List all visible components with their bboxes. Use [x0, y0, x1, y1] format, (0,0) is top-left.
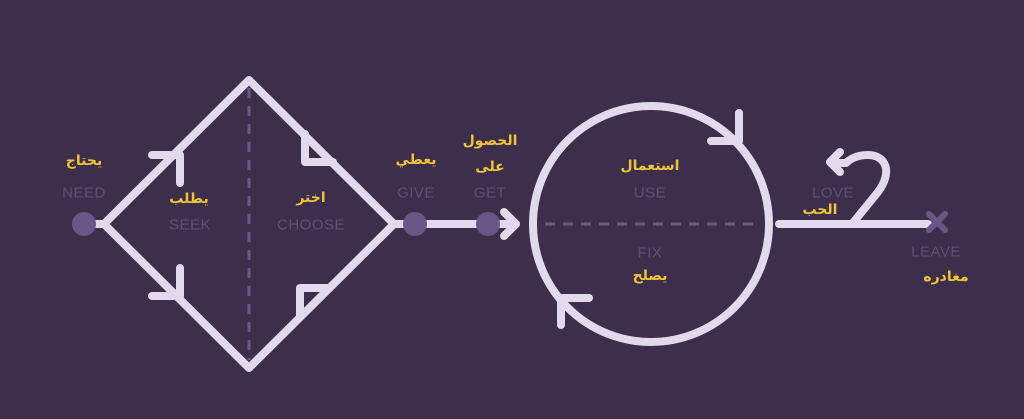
- seek-label-ar: يطلب: [169, 191, 209, 207]
- seek-lower-arrow-icon: [148, 264, 184, 300]
- seek-upper-arrow-icon: [148, 151, 184, 187]
- choose-label: CHOOSE: [276, 216, 346, 234]
- leave-label: LEAVE: [911, 243, 961, 261]
- get-label-ar-line2: على: [475, 159, 505, 175]
- give-label: GIVE: [397, 184, 435, 202]
- choose-label-ar: اختر: [296, 190, 326, 206]
- leave-x-icon: [926, 211, 948, 233]
- use-label-ar: استعمال: [620, 158, 680, 174]
- get-dot: [476, 212, 500, 236]
- love-loop: [827, 151, 891, 228]
- get-label: GET: [473, 184, 507, 202]
- give-label-ar: يعطي: [395, 152, 437, 168]
- need-label: NEED: [62, 184, 106, 202]
- cycle-bottom-arrow-icon: [557, 294, 593, 329]
- choose-lower-arrow-icon: [296, 284, 332, 320]
- seek-label: SEEK: [168, 216, 212, 234]
- leave-label-ar: مغادره: [923, 269, 969, 285]
- love-return-arrow-icon: [826, 148, 844, 176]
- get-arrow-icon: [500, 208, 520, 240]
- fix-label: FIX: [637, 244, 663, 262]
- get-label-ar-line1: الحصول: [462, 133, 518, 149]
- use-label: USE: [633, 184, 667, 202]
- cycle-top-arrow-icon: [707, 109, 743, 145]
- fix-label-ar: يصلح: [632, 268, 668, 284]
- diamond-upper-path: [100, 76, 398, 228]
- give-dot: [403, 212, 427, 236]
- use-fix-cycle: [529, 102, 773, 346]
- choose-upper-arrow-icon: [301, 130, 337, 166]
- diamond-lower-path: [100, 220, 398, 372]
- love-label-ar: الحب: [802, 202, 838, 218]
- love-label: LOVE: [811, 184, 855, 202]
- need-dot: [72, 212, 96, 236]
- need-label-ar: يحتاج: [65, 153, 103, 169]
